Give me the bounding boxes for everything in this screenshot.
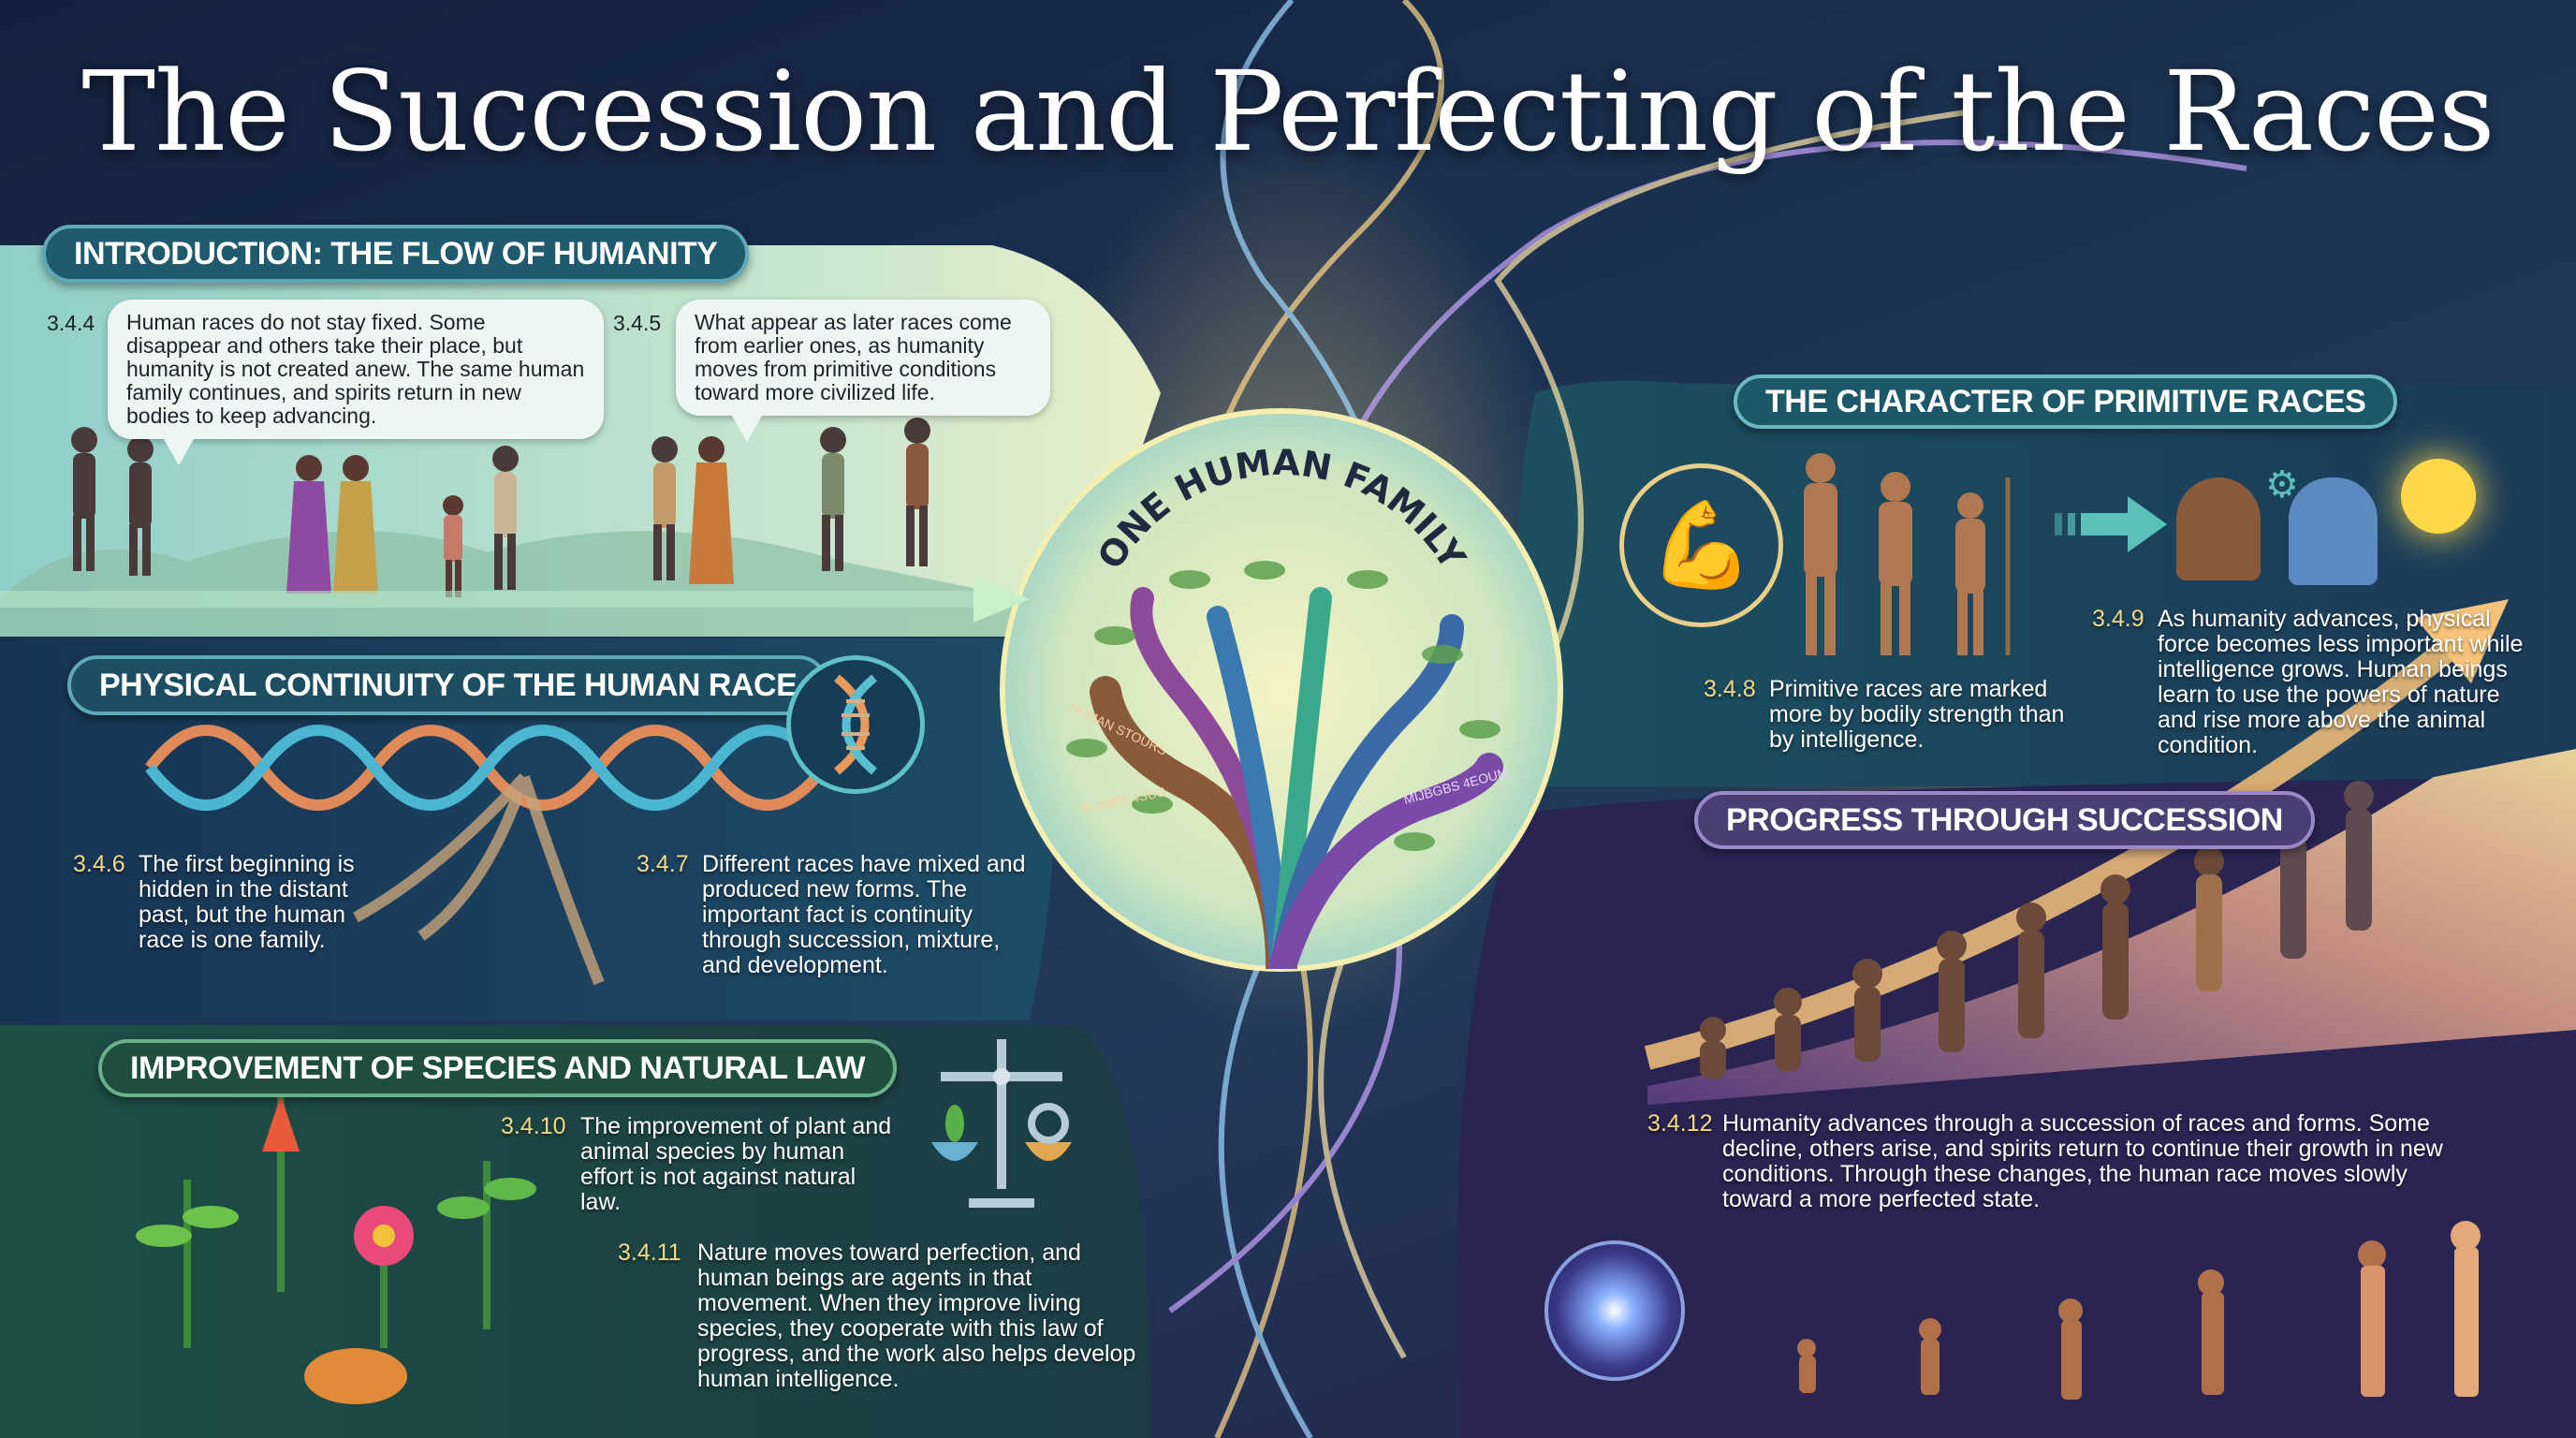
- person-illustration: [2289, 477, 2378, 585]
- one-human-family-tree: ONE HUMAN FAMILY HUMAN STOURS BLIMBS 4SU…: [1066, 442, 1510, 969]
- paragraph-3-4-7: 3.4.7 Different races have mixed and prod…: [637, 852, 1030, 978]
- section-heading-primitive: THE CHARACTER OF PRIMITIVE RACES: [1734, 374, 2398, 429]
- item-number: 3.4.8: [1704, 676, 1756, 702]
- item-number: 3.4.4: [47, 311, 95, 335]
- item-number: 3.4.11: [618, 1240, 681, 1266]
- item-number: 3.4.12: [1647, 1110, 1713, 1137]
- gear-icon: [1028, 1103, 1069, 1144]
- item-number: 3.4.9: [2092, 606, 2144, 632]
- primitive-men-illustration: [1783, 449, 2017, 665]
- dna-helix-illustration: [145, 725, 828, 986]
- item-text: Humanity advances through a succession o…: [1722, 1110, 2443, 1212]
- plants-illustration: [136, 1095, 536, 1404]
- progress-arrow: [1644, 636, 2461, 1070]
- section-heading-physical: PHYSICAL CONTINUITY OF THE HUMAN RACE: [67, 655, 829, 715]
- arrow-right-icon: [2055, 496, 2167, 552]
- spirit-evolution-figures: [1797, 1221, 2481, 1400]
- section-heading-introduction: INTRODUCTION: THE FLOW OF HUMANITY: [42, 225, 750, 283]
- tree-circle: [1000, 408, 1563, 972]
- walking-people-illustration: [71, 418, 930, 597]
- item-number: 3.4.10: [501, 1113, 566, 1139]
- item-number: 3.4.5: [613, 311, 662, 335]
- paragraph-3-4-8: 3.4.8 Primitive races are marked more by …: [1704, 677, 2078, 753]
- item-text: The improvement of plant and animal spec…: [580, 1113, 892, 1215]
- spiral-galaxy-icon: [1544, 1240, 1685, 1381]
- speech-bubble-3-4-4: Human races do not stay fixed. Some disa…: [108, 300, 604, 465]
- page-title: The Succession and Perfecting of the Rac…: [81, 47, 2495, 176]
- paragraph-3-4-10: 3.4.10 The improvement of plant and anima…: [501, 1114, 894, 1215]
- svg-text:ONE HUMAN FAMILY: ONE HUMAN FAMILY: [1090, 442, 1473, 577]
- speech-bubble-3-4-5: What appear as later races come from ear…: [676, 300, 1050, 442]
- item-number: 3.4.6: [73, 851, 125, 877]
- cat-illustration: [304, 1348, 407, 1404]
- section-heading-improvement: IMPROVEMENT OF SPECIES AND NATURAL LAW: [98, 1039, 898, 1097]
- paragraph-3-4-11: 3.4.11 Nature moves toward perfection, an…: [618, 1240, 1142, 1392]
- paragraph-3-4-9: 3.4.9 As humanity advances, physical forc…: [2092, 607, 2532, 758]
- item-text: Different races have mixed and produced …: [702, 851, 1026, 978]
- evolution-figures: [1700, 781, 2374, 1078]
- tree-label: ONE HUMAN FAMILY: [1090, 442, 1473, 577]
- section-heading-progress: PROGRESS THROUGH SUCCESSION: [1694, 791, 2315, 849]
- item-text: The first beginning is hidden in the dis…: [139, 851, 355, 953]
- paragraph-3-4-12: 3.4.12 Humanity advances through a succes…: [1647, 1111, 2471, 1212]
- person-illustration: [2176, 477, 2261, 580]
- lightbulb-icon: [2401, 459, 2476, 534]
- scale-icon: [931, 1039, 1072, 1208]
- item-text: As humanity advances, physical force bec…: [2158, 606, 2524, 758]
- dna-icon: [786, 655, 925, 794]
- item-number: 3.4.7: [637, 851, 689, 877]
- item-text: Nature moves toward perfection, and huma…: [697, 1240, 1136, 1392]
- muscle-arm-icon: 💪: [1619, 463, 1783, 627]
- paragraph-3-4-6: 3.4.6 The first beginning is hidden in th…: [73, 852, 391, 953]
- item-text: Primitive races are marked more by bodil…: [1769, 676, 2065, 753]
